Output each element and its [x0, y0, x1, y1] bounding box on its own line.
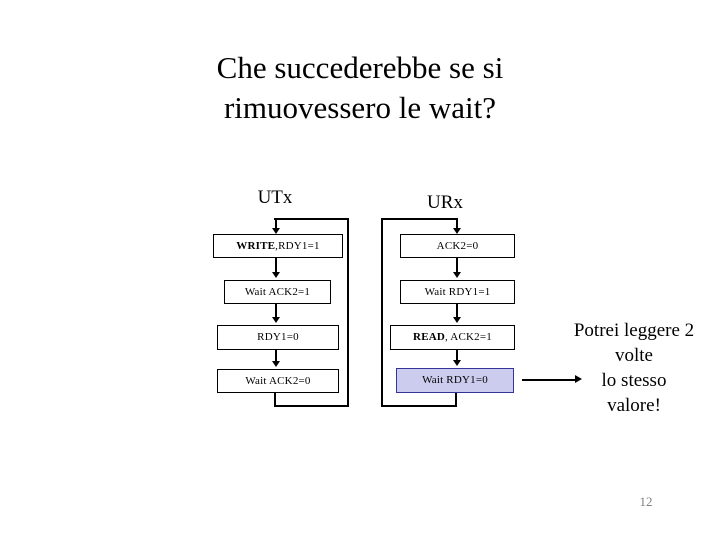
- urx-connector-2-3-line: [456, 304, 458, 317]
- urx-connector-entry-line: [456, 218, 458, 230]
- urx-step-4-label: Wait RDY1=0: [422, 374, 488, 386]
- urx-connector-3-4-arrow: [453, 360, 461, 366]
- utx-loop-top-line: [274, 218, 349, 220]
- utx-connector-entry-line: [275, 218, 277, 230]
- column-header-utx: UTx: [257, 187, 293, 208]
- utx-connector-2-3-arrow: [272, 317, 280, 323]
- utx-step-1-bold: WRITE: [236, 239, 276, 252]
- utx-connector-1-2-line: [275, 258, 277, 272]
- page-number: 12: [639, 494, 653, 509]
- urx-step-3-bold: READ: [413, 331, 446, 343]
- urx-connector-3-4-line: [456, 350, 458, 362]
- urx-step-2-box[interactable]: Wait RDY1=1: [400, 280, 515, 304]
- urx-connector-1-2-arrow: [453, 272, 461, 278]
- utx-connector-3-4-arrow: [272, 361, 280, 367]
- utx-step-2-box[interactable]: Wait ACK2=1: [224, 280, 331, 304]
- annotation-pointer-arrowhead: [575, 375, 582, 383]
- utx-step-1-rest: ,RDY1=1: [275, 239, 320, 252]
- utx-step-3-label: RDY1=0: [257, 331, 299, 343]
- utx-step-3-box[interactable]: RDY1=0: [217, 325, 339, 350]
- annotation-line-1: Potrei leggere 2: [573, 320, 695, 341]
- urx-loop-down-stub: [455, 393, 457, 407]
- page-title-line-2: rimuovessero le wait?: [223, 90, 497, 125]
- urx-step-2-label: Wait RDY1=1: [424, 285, 491, 298]
- urx-loop-top-line: [381, 218, 457, 220]
- utx-loop-bottom-line: [274, 405, 349, 407]
- annotation-line-4: valore!: [607, 395, 661, 416]
- annotation-text: Potrei leggere 2 volte lo stesso valore!: [548, 318, 720, 418]
- utx-connector-entry-arrow: [272, 228, 280, 234]
- utx-step-4-label: Wait ACK2=0: [245, 374, 311, 387]
- urx-step-3-rest: , ACK2=1: [445, 331, 492, 343]
- page-title-line-1: Che succederebbe se si: [216, 50, 504, 85]
- urx-connector-1-2-line: [456, 258, 458, 272]
- utx-step-2-label: Wait ACK2=1: [244, 285, 311, 298]
- urx-step-4-box-highlighted[interactable]: Wait RDY1=0: [396, 368, 514, 393]
- annotation-line-2: volte: [615, 345, 653, 366]
- utx-connector-3-4-line: [275, 350, 277, 363]
- urx-loop-bottom-line: [381, 405, 457, 407]
- utx-step-4-box[interactable]: Wait ACK2=0: [217, 369, 339, 393]
- urx-step-1-box[interactable]: ACK2=0: [400, 234, 515, 258]
- urx-loop-left-line: [381, 218, 383, 407]
- annotation-pointer-line: [522, 379, 577, 381]
- urx-connector-entry-arrow: [453, 228, 461, 234]
- page-title: Che succederebbe se si rimuovessero le w…: [60, 48, 660, 128]
- urx-step-3-box[interactable]: READ, ACK2=1: [390, 325, 515, 350]
- utx-step-1-box[interactable]: WRITE,RDY1=1: [213, 234, 343, 258]
- annotation-line-3: lo stesso: [601, 370, 667, 391]
- utx-loop-right-line: [347, 218, 349, 407]
- column-header-urx: URx: [427, 192, 463, 213]
- utx-connector-2-3-line: [275, 304, 277, 317]
- utx-loop-down-stub: [274, 393, 276, 407]
- urx-step-1-label: ACK2=0: [436, 239, 479, 252]
- urx-connector-2-3-arrow: [453, 317, 461, 323]
- utx-connector-1-2-arrow: [272, 272, 280, 278]
